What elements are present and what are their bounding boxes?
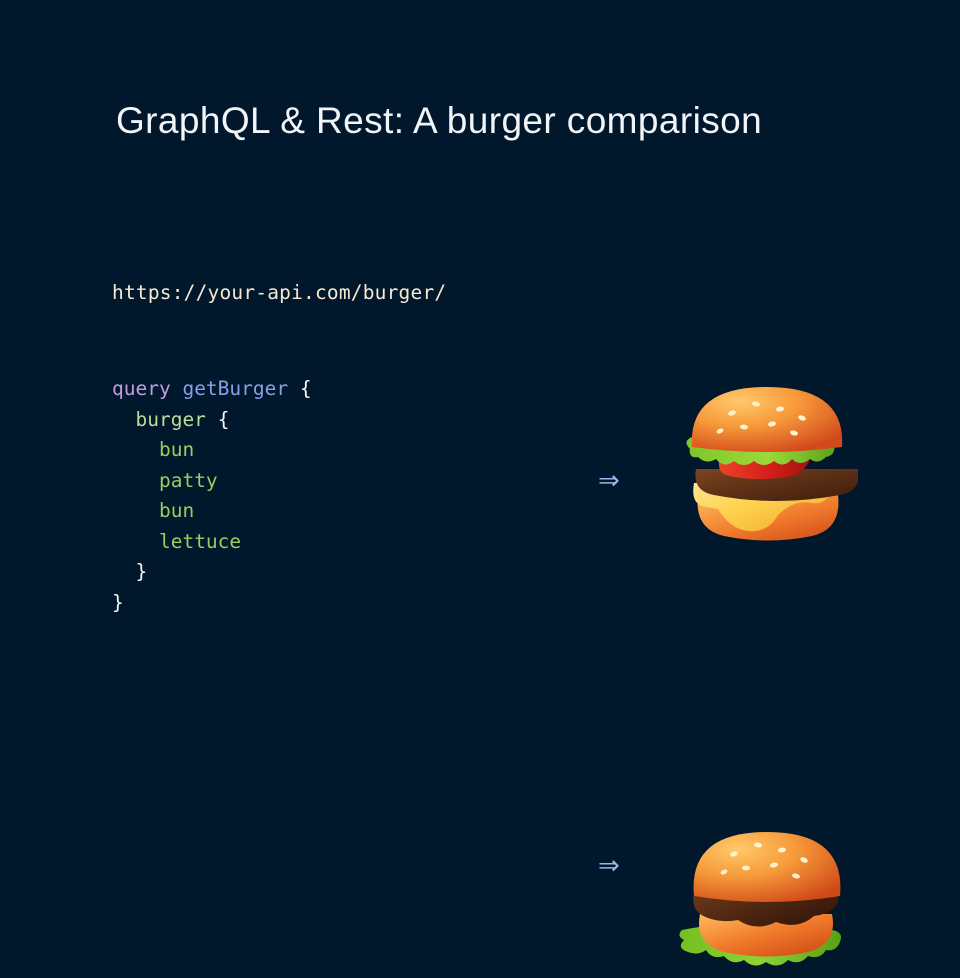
close-brace: } bbox=[112, 590, 124, 614]
operation-name: getBurger bbox=[182, 377, 289, 400]
open-brace: { bbox=[299, 377, 312, 400]
rest-url-text: https://your-api.com/burger/ bbox=[112, 281, 447, 304]
page-title: GraphQL & Rest: A burger comparison bbox=[116, 99, 763, 141]
query-keyword: query bbox=[112, 377, 171, 400]
query-line-6: lettuce bbox=[112, 527, 312, 558]
query-line-1: query getBurger { bbox=[112, 374, 312, 405]
query-line-4: patty bbox=[112, 466, 312, 497]
rest-comparison-row: https://your-api.com/burger/ ⇒ bbox=[0, 190, 960, 541]
field-bun-2: bun bbox=[158, 499, 195, 522]
field-lettuce: lettuce bbox=[158, 529, 242, 553]
query-line-8: } bbox=[112, 588, 312, 619]
full-burger-image bbox=[686, 387, 858, 541]
root-field-name: burger bbox=[135, 407, 206, 431]
graphql-query-block: query getBurger { burger { bun patty bun… bbox=[112, 374, 312, 618]
field-bun-1: bun bbox=[158, 438, 195, 461]
root-open-brace: { bbox=[217, 407, 230, 431]
double-arrow-right-icon: ⇒ bbox=[598, 466, 620, 496]
simple-burger-image bbox=[679, 832, 841, 966]
field-patty: patty bbox=[158, 468, 218, 492]
slide: GraphQL & Rest: A burger comparison http… bbox=[0, 99, 960, 966]
root-close-brace: } bbox=[135, 560, 148, 583]
query-line-5: bun bbox=[112, 496, 312, 527]
graphql-comparison-row: query getBurger { burger { bun patty bun… bbox=[0, 370, 960, 966]
query-line-3: bun bbox=[112, 435, 312, 466]
query-line-7: } bbox=[112, 557, 312, 588]
query-line-2: burger { bbox=[112, 405, 312, 436]
double-arrow-right-icon: ⇒ bbox=[598, 851, 620, 881]
